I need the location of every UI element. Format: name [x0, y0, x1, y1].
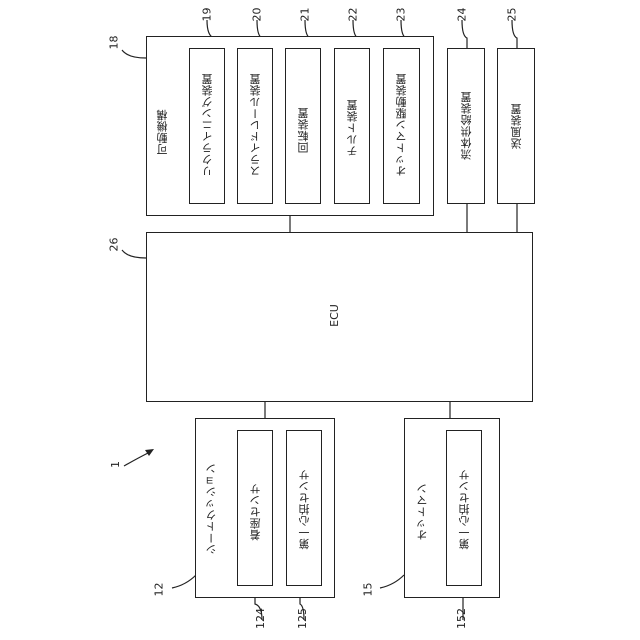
seating-sensor-label: 着座センサ: [248, 483, 264, 541]
first-heartbeat-sensor-seat-label: 第一心拍センサ: [297, 469, 313, 550]
rotation-device-box: 回転装置: [285, 48, 321, 204]
first-heartbeat-sensor-seat-box: 第一心拍センサ: [286, 430, 322, 586]
ref-19: 19: [201, 8, 214, 22]
ref-21: 21: [299, 8, 312, 22]
first-heartbeat-sensor-ottoman-box: 第一心拍センサ: [446, 430, 482, 586]
ecu-label: ECU: [328, 304, 341, 327]
slide-rail-device-label: スライドレール装置: [248, 73, 264, 177]
reclining-device-box: リクライニング装置: [189, 48, 225, 204]
ref-18: 18: [108, 36, 121, 50]
movable-mechanism-label: 可動機構: [155, 109, 171, 155]
ottoman-drive-device-box: オットマン駆動装置: [383, 48, 420, 204]
fluid-supply-device-label: 流体供給装置: [459, 91, 475, 160]
seating-sensor-box: 着座センサ: [237, 430, 273, 586]
ecu-box: ECU: [146, 232, 533, 402]
seat-cushion-label: シートクッション: [204, 463, 220, 555]
ref-124: 124: [254, 608, 267, 629]
rotation-device-label: 回転装置: [296, 107, 312, 153]
tilt-device-box: チルト装置: [334, 48, 370, 204]
ref-152: 152: [455, 608, 468, 629]
reclining-device-label: リクライニング装置: [200, 73, 216, 177]
ref-24: 24: [456, 8, 469, 22]
tilt-device-label: チルト装置: [345, 99, 361, 157]
ref-23: 23: [395, 8, 408, 22]
slide-rail-device-box: スライドレール装置: [237, 48, 273, 204]
ref-1: 1: [109, 461, 122, 468]
ref-15: 15: [362, 583, 375, 597]
ref-12: 12: [153, 583, 166, 597]
ref-22: 22: [347, 8, 360, 22]
ref-125: 125: [296, 608, 309, 629]
ottoman-label: オットマン: [415, 483, 431, 541]
ottoman-drive-device-label: オットマン駆動装置: [394, 73, 410, 177]
blower-device-label: 送風装置: [509, 103, 525, 149]
first-heartbeat-sensor-ottoman-label: 第一心拍センサ: [457, 469, 473, 550]
ref-20: 20: [251, 8, 264, 22]
ref-25: 25: [506, 8, 519, 22]
blower-device-box: 送風装置: [497, 48, 535, 204]
ref-26: 26: [108, 238, 121, 252]
fluid-supply-device-box: 流体供給装置: [447, 48, 485, 204]
